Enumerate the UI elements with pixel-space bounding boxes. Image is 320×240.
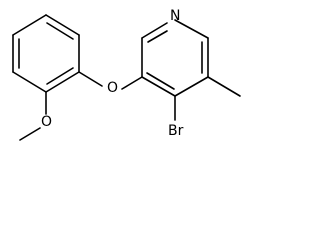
bond-c2-o (121, 76, 143, 90)
bond-c2p-c3p (45, 14, 80, 36)
bromine-label: Br (168, 123, 184, 139)
bond-n-c6 (174, 19, 209, 39)
bond-o-c1prime (78, 71, 103, 87)
chemical-structure: N O Br O (12, 8, 241, 141)
bond-c4-c3-inner (146, 72, 175, 90)
bond-c4-methyl (207, 76, 241, 97)
nitrogen-label: N (170, 8, 180, 24)
bond-o-methyl (19, 127, 41, 141)
benzene-ring (12, 14, 80, 93)
bond-c6p-c1p (45, 71, 80, 93)
bond-c2p-c3p-inner (46, 22, 74, 40)
bond-c4-c3 (141, 76, 176, 97)
bond-c2-n (141, 22, 168, 39)
ether-oxygen-label: O (107, 80, 118, 96)
methoxy-oxygen-label: O (41, 114, 52, 130)
pyridine-ring (141, 19, 209, 97)
bond-c6p-c1p-inner (46, 67, 74, 85)
bond-c2-n-inner (147, 30, 168, 43)
bond-c3p-c4p (12, 14, 47, 36)
bond-c5-c4 (174, 76, 209, 97)
bond-c5p-c6p (12, 71, 47, 93)
